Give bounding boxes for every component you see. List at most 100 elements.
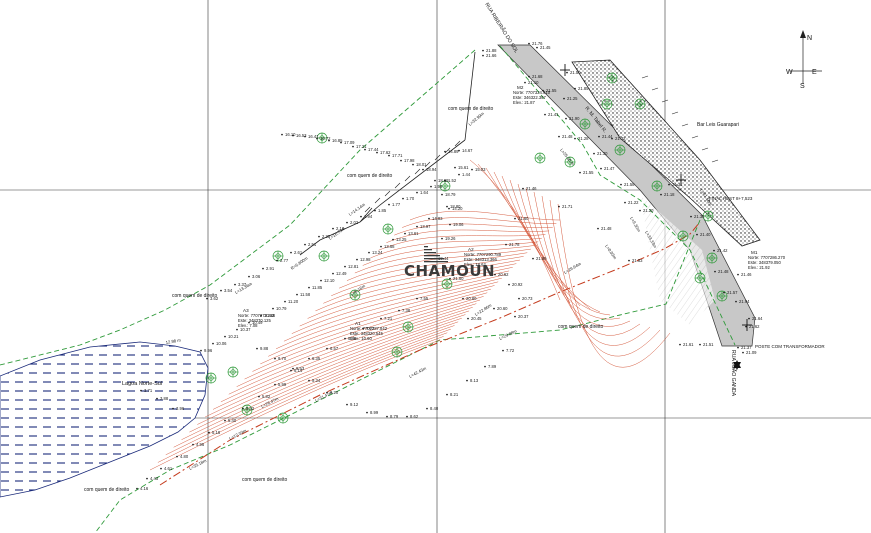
elevation-value: 21.55 [546,88,557,93]
elevation-point: 16.72 [316,136,331,141]
svg-text:Este: 348379.050: Este: 348379.050 [748,260,782,265]
marker-a1: A1 Norte: 7707287.842 Este: 348320.545 E… [350,321,388,341]
tree-symbols [205,72,728,424]
lagoon-area [0,341,209,498]
elevation-point: 2.51 [304,242,317,247]
contour-line [220,307,473,403]
property-boundary [0,45,736,533]
elevation-value: 8.99 [370,410,379,415]
elevation-value: 21.20 [643,208,654,213]
elevation-point: 14.67 [458,148,473,153]
elevation-value: 8.40 [430,406,439,411]
elevation-points: 21.8821.6621.7621.4521.5021.6821.1021.55… [136,41,763,491]
elevation-point: 10.37 [236,327,251,332]
elevation-value: 7.89 [488,364,497,369]
elevation-value: 13.24 [372,250,383,255]
svg-text:Norte: 7707287.842: Norte: 7707287.842 [350,326,388,331]
elevation-point: 21.25 [563,96,578,101]
elevation-value: 20.92 [512,282,523,287]
elevation-point: 10.21 [224,334,239,339]
tree-icon [277,412,289,424]
elevation-value: 21.83 [632,258,643,263]
elevation-value: 21.30 [597,151,608,156]
elevation-point: 21.90 [565,116,580,121]
contour-line [268,285,495,357]
elevation-value: 17.62 [380,150,391,155]
owner-label-2: com quem de direito [347,173,393,179]
elevation-value: 21.62 [749,324,760,329]
svg-text:Elev.: 21.87: Elev.: 21.87 [513,100,535,105]
compass-west: W [786,69,793,76]
elevation-value: 21.55 [583,170,594,175]
dimension-label: L=25.60 m [559,148,576,167]
elevation-point: 21.48 [714,269,729,274]
elevation-value: 11.85 [312,285,323,290]
elevation-value: 9.53 [296,366,305,371]
tree-icon [601,98,613,110]
elevation-value: 15.03 [475,167,486,172]
elevation-point: 21.89 [532,256,547,261]
dimension-label: L=22.86m [474,302,493,316]
tree-icon [634,98,646,110]
tree-icon [579,118,591,130]
elevation-point: 21.41 [544,112,559,117]
elevation-point: 21.30 [593,151,608,156]
svg-text:Elev.: 7.08: Elev.: 7.08 [238,323,258,328]
elevation-point: 1.70 [402,196,415,201]
direction-arrows [733,360,741,370]
elevation-point: 14.20 [448,206,463,211]
elevation-point: 6.86 [344,336,357,341]
elevation-value: 21.68 [532,74,543,79]
elevation-point: 21.46 [522,186,537,191]
tree-icon [402,321,414,333]
elevation-point: 16.53 [292,133,307,138]
elevation-point: 9.53 [292,366,305,371]
elevation-value: 7.38 [402,308,411,313]
elevation-value: 20.37 [518,314,529,319]
elevation-value: 7.07 [366,326,375,331]
elevation-value: 13.61 [408,231,419,236]
elevation-value: 4.43 [150,476,159,481]
svg-text:Este: 348313.366: Este: 348313.366 [464,257,498,262]
elevation-value: 20.62 [498,272,509,277]
dimension-label: L=31.47m [314,390,333,403]
elevation-point: 21.09 [742,350,757,355]
elevation-value: 9.34 [312,378,321,383]
elevation-point: 4.96 [192,442,205,447]
elevation-point: 1.58 [430,184,443,189]
contour-line [236,299,481,387]
elevation-value: 17.98 [404,158,415,163]
contour-line [212,310,470,410]
elevation-value: 1.85 [378,208,387,213]
elevation-value: 21.57 [727,290,738,295]
tree-icon [606,72,618,84]
elevation-value: 21.64 [752,316,763,321]
tree-icon [227,366,239,378]
elevation-value: 9.96 [204,348,213,353]
tree-icon [205,372,217,384]
marker-m1: M1 Norte: 7707286.270 Este: 348379.050 E… [748,250,786,270]
contour-line [354,245,535,274]
elevation-value: 21.46 [741,272,752,277]
tree-icon [694,272,706,284]
elevation-point: 2.35 [318,234,331,239]
elevation-point: 6.35 [308,356,321,361]
svg-text:Elev.: 18.62: Elev.: 18.62 [464,262,486,267]
elevation-point: 21.48 [558,134,573,139]
elevation-value: 21.47 [604,166,615,171]
contour-line [402,217,557,228]
elevation-value: 14.67 [462,148,473,153]
elevation-value: 10.79 [276,306,287,311]
elevation-value: 13.25 [396,237,407,242]
elevation-point: 11.58 [296,292,311,297]
elevation-value: 20.60 [497,306,508,311]
elevation-point: 21.40 [696,232,711,237]
poste-label: POSTE COM TRANSFORMADOR [755,344,825,349]
elevation-value: 10.49 [252,320,263,325]
elevation-value: 21.71 [562,204,573,209]
contour-line [181,325,455,440]
elevation-value: 1.52 [448,178,457,183]
elevation-point: 13.25 [392,237,407,242]
elevation-point: 13.24 [368,250,383,255]
elevation-point: 21.94 [735,299,750,304]
